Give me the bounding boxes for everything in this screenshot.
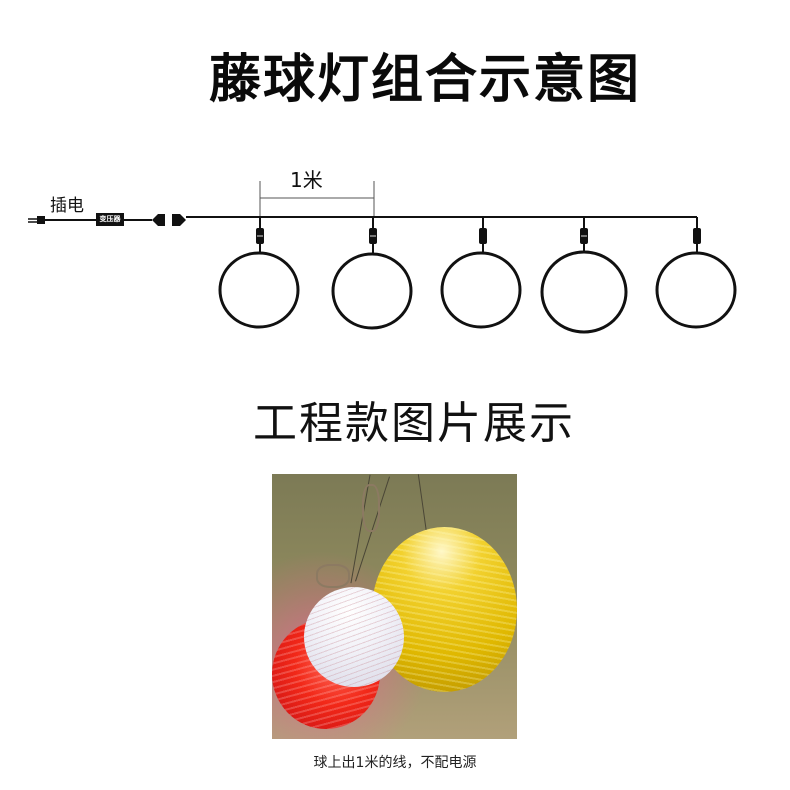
wiring-diagram bbox=[28, 181, 737, 334]
plug-icon bbox=[28, 216, 45, 224]
ball-1 bbox=[218, 217, 300, 329]
spacing-label: 1米 bbox=[290, 168, 323, 192]
ball-4 bbox=[540, 217, 628, 334]
photo-caption: 球上出1米的线，不配电源 bbox=[313, 755, 477, 771]
cable-coil bbox=[362, 484, 380, 532]
ball-5 bbox=[655, 217, 737, 329]
showcase-title: 工程款图片展示 bbox=[253, 398, 575, 449]
hanging-wire bbox=[417, 474, 428, 534]
connector-icon bbox=[152, 214, 186, 226]
ball-3 bbox=[440, 217, 522, 329]
transformer-box: 变压器 bbox=[96, 213, 124, 226]
cable-coil bbox=[316, 564, 350, 588]
ball-2 bbox=[331, 217, 413, 330]
plug-label: 插电 bbox=[50, 196, 84, 216]
page-title: 藤球灯组合示意图 bbox=[208, 50, 641, 110]
spacing-bracket bbox=[259, 181, 375, 216]
white-ball bbox=[304, 587, 404, 687]
product-photo bbox=[272, 474, 517, 739]
